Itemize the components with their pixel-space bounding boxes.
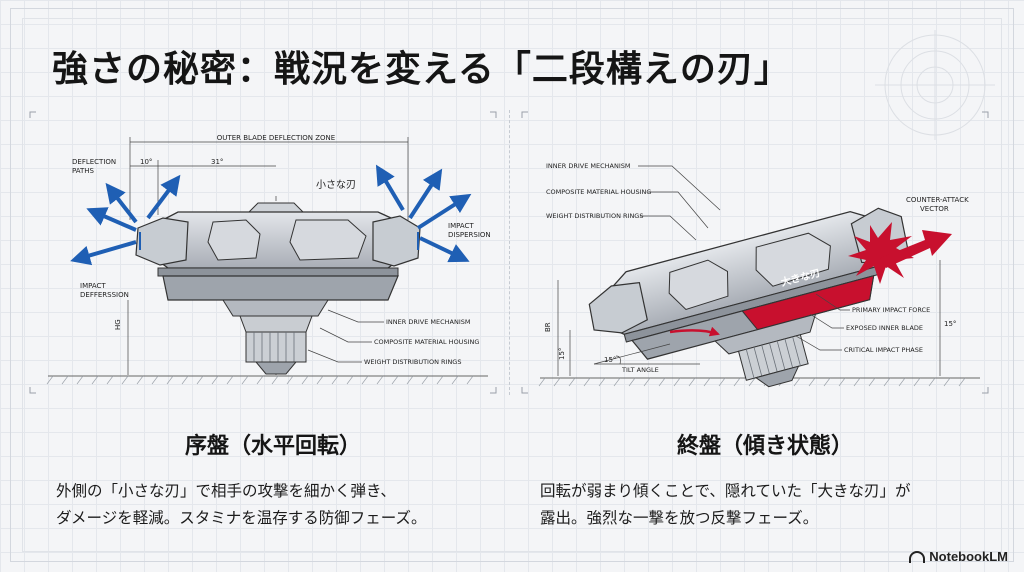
angle-31-label: 31° [211,158,223,166]
impact-direction-arrow [669,326,720,337]
counter-attack-label: COUNTER-ATTACK VECTOR [906,196,971,213]
composite-housing-label-right: COMPOSITE MATERIAL HOUSING [546,188,651,196]
decorative-target-icon [875,30,995,140]
notebooklm-logo-icon [909,550,926,563]
horizontal-spin-diagram: OUTER BLADE DEFLECTION ZONE 10° 31° [28,110,498,395]
impact-burst-icon [848,222,914,284]
beyblade-tilted [588,207,909,388]
outer-blade-zone-label: OUTER BLADE DEFLECTION ZONE [217,134,335,142]
exposed-blade-label: EXPOSED INNER BLADE [846,324,923,332]
description-early-line-2: ダメージを軽減。スタミナを温存する防御フェーズ。 [56,509,427,527]
description-late-line-1: 回転が弱まり傾くことで、隠れていた「大きな刃」が [540,482,911,500]
height-label-right: BR [544,322,552,332]
outer-frame [10,8,1014,562]
deflection-arrows-right [375,164,472,263]
description-early: 外側の「小さな刃」で相手の攻撃を細かく弾き、 ダメージを軽減。スタミナを温存する… [56,478,496,532]
angle-15-c-label: 15° [944,320,956,328]
inner-drive-label-right: INNER DRIVE MECHANISM [546,162,631,170]
notebooklm-logo-text: NotebookLM [929,549,1008,564]
small-blade-label: 小さな刃 [316,179,356,191]
deflection-arrows-left [70,174,181,266]
description-late-line-2: 露出。強烈な一撃を放つ反撃フェーズ。 [540,509,819,527]
counter-attack-arrow [880,230,952,268]
beyblade-horizontal [135,202,421,375]
tilt-angle-label: TILT ANGLE [621,366,659,374]
angle-15-a-label: 15° [604,356,616,364]
impact-deflection-label: IMPACT DEFFERSSION [80,282,129,299]
phase-title-early: 序盤（水平回転） [184,434,361,459]
critical-phase-label: CRITICAL IMPACT PHASE [844,346,923,354]
description-early-line-1: 外側の「小さな刃」で相手の攻撃を細かく弾き、 [56,482,396,500]
description-late: 回転が弱まり傾くことで、隠れていた「大きな刃」が 露出。強烈な一撃を放つ反撃フェ… [540,478,980,532]
deflection-paths-label: DEFLECTION PATHS [72,158,118,175]
inner-frame [22,18,1002,552]
notebooklm-logo: NotebookLM [909,549,1008,564]
primary-impact-label: PRIMARY IMPACT FORCE [852,306,930,314]
panel-divider [509,110,510,395]
phase-title-late: 終盤（傾き状態） [676,434,853,459]
impact-dispersion-label: IMPACT DISPERSION [448,222,491,239]
tilted-spin-diagram: 大きな刃 COUNTER-ATTACK VECTOR INNER DRIVE M… [520,110,990,395]
angle-15-b-label: 15° [558,348,566,360]
weight-rings-label-left: WEIGHT DISTRIBUTION RINGS [364,358,461,366]
weight-rings-label-right: WEIGHT DISTRIBUTION RINGS [546,212,643,220]
inner-drive-label-left: INNER DRIVE MECHANISM [386,318,471,326]
page-title: 強さの秘密：戦況を変える「二段構えの刃」 [52,49,791,90]
angle-10-label: 10° [140,158,152,166]
height-label-left: HG [114,319,122,330]
composite-housing-label-left: COMPOSITE MATERIAL HOUSING [374,338,479,346]
